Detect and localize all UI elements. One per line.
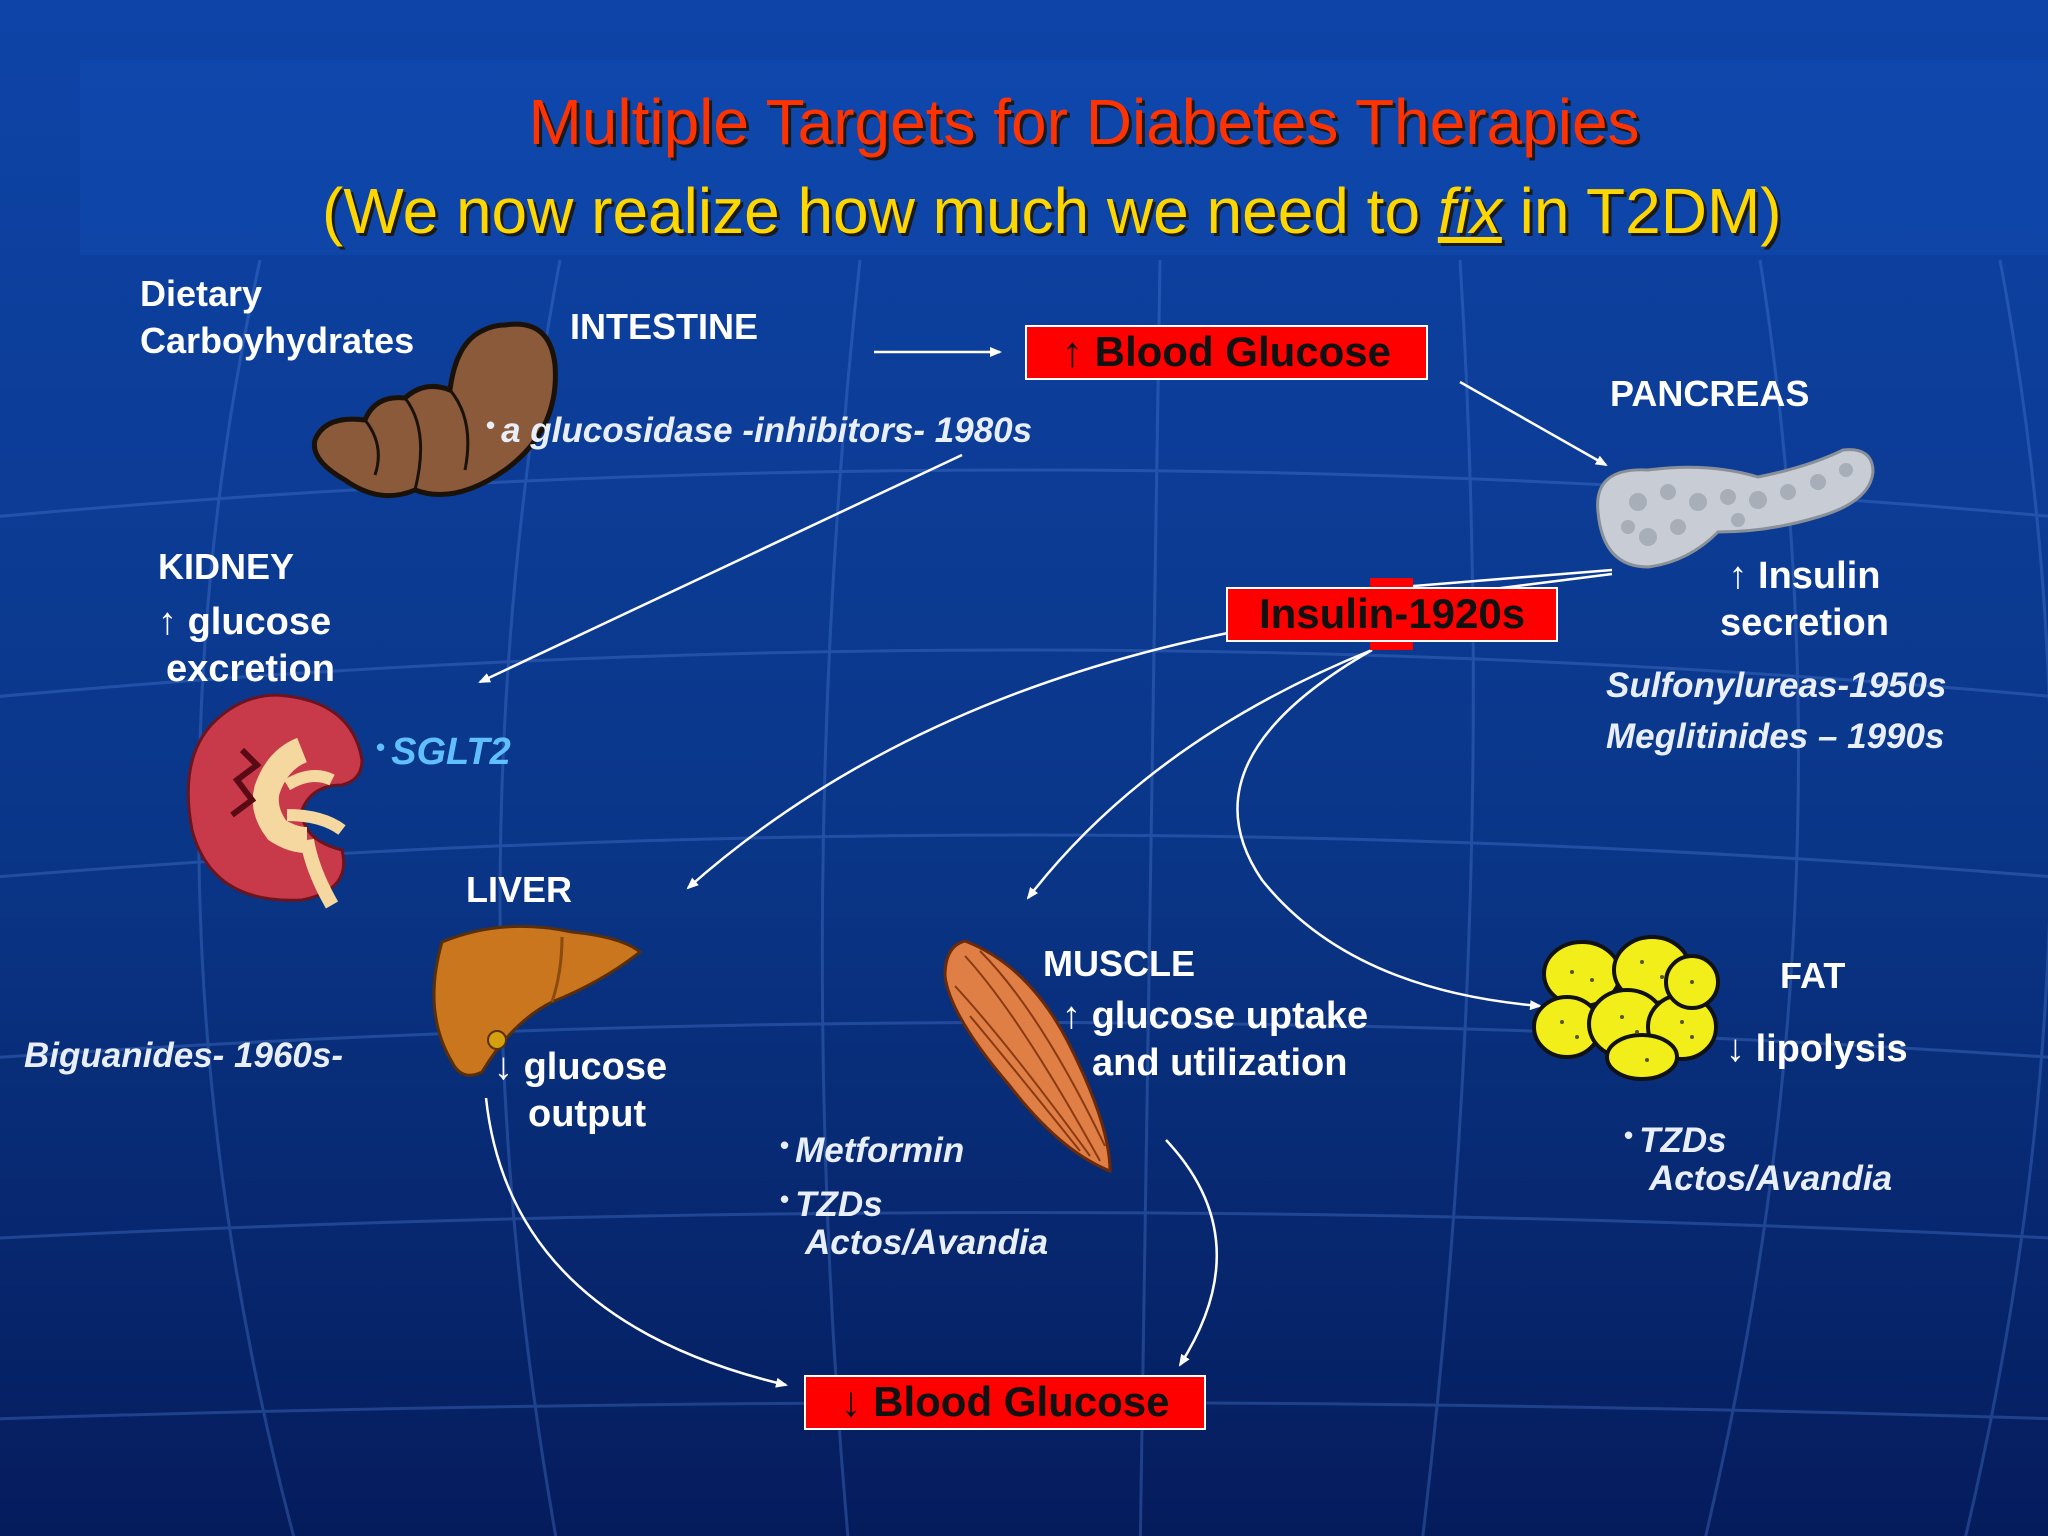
blood-glucose-down-label: Blood Glucose [873, 1378, 1170, 1425]
muscle-label: MUSCLE [1043, 943, 1195, 984]
dietary-line1: Dietary [140, 273, 263, 314]
pancreas-effect: ↑ Insulin secretion [1720, 553, 1889, 647]
blood-glucose-down-box: ↓ Blood Glucose [804, 1375, 1206, 1430]
liver-drug: Biguanides- 1960s- [24, 1036, 343, 1075]
kidney-label: KIDNEY [158, 546, 295, 587]
kidney-effect-line2: excretion [166, 648, 335, 690]
pancreas-effect-line1: ↑ Insulin [1720, 553, 1889, 600]
muscle-effect-text1: glucose uptake [1091, 995, 1369, 1037]
fat-effect-text: lipolysis [1755, 1028, 1908, 1070]
arrow-blood-glucose-to-pancreas [1459, 380, 1608, 467]
title-line2-before: (We now realize how much we need to [322, 175, 1438, 247]
pancreas-up-arrow: ↑ [1728, 555, 1748, 597]
muscle-drug-tzds: •TZDs [780, 1184, 883, 1224]
muscle-drugs: •Metformin •TZDs Actos/Avandia [780, 1126, 1048, 1262]
fat-drugs: •TZDs Actos/Avandia [1624, 1116, 1892, 1198]
pancreas-drug-meglitinides: Meglitinides – 1990s [1606, 717, 1945, 756]
pancreas-label: PANCREAS [1610, 373, 1810, 414]
kidney-effect: ↑ glucose excretion [158, 599, 335, 693]
liver-effect-text1: glucose [523, 1046, 668, 1088]
liver-down-arrow: ↓ [494, 1046, 513, 1088]
insulin-box: Insulin-1920s [1226, 587, 1558, 642]
blood-glucose-up-label: Blood Glucose [1094, 328, 1392, 375]
fat-cells-icon [1532, 935, 1720, 1081]
intestine-drug-text: a glucosidase -inhibitors- 1980s [501, 411, 1033, 450]
slide-title-line2: (We now realize how much we need to fix … [322, 173, 1782, 250]
liver-icon [432, 924, 643, 1077]
arrow-insulin-to-muscle [1026, 648, 1373, 900]
liver-label: LIVER [466, 869, 573, 910]
kidney-drug: •SGLT2 [376, 731, 511, 773]
kidney-effect-line1: ↑ glucose [158, 599, 335, 646]
dietary-line2: Carboyhydrates [140, 320, 415, 361]
liver-effect-line2: output [528, 1093, 647, 1135]
intestine-drug: •a glucosidase -inhibitors- 1980s [486, 410, 1033, 450]
dietary-carbohydrates-label: Dietary Carboyhydrates [140, 270, 414, 364]
fat-label: FAT [1780, 955, 1846, 996]
liver-effect: ↓ glucose output [494, 1044, 667, 1138]
kidney-icon [186, 693, 364, 909]
pancreas-icon [1596, 448, 1875, 569]
arrow-insulin-to-liver [686, 631, 1229, 890]
arrow-pancreas-to-insulin-a [1389, 568, 1613, 590]
muscle-drug-metformin: •Metformin [780, 1130, 965, 1170]
kidney-up-arrow: ↑ [158, 601, 177, 643]
muscle-drug-actos: Actos/Avandia [805, 1223, 1049, 1262]
arrow-insulin-to-fat [1236, 648, 1542, 1011]
arrow-intestine-to-kidney [478, 453, 963, 684]
globe-grid [0, 259, 2048, 1536]
fat-effect: ↓ lipolysis [1726, 1026, 1908, 1073]
liver-effect-line1: ↓ glucose [494, 1044, 667, 1091]
muscle-effect-line1: ↑ glucose uptake [1062, 993, 1368, 1040]
up-arrow: ↑ [1061, 328, 1083, 375]
muscle-effect: ↑ glucose uptake and utilization [1062, 993, 1368, 1087]
title-line2-after: in T2DM) [1501, 175, 1782, 247]
fat-drug-tzds: •TZDs [1624, 1120, 1727, 1160]
kidney-drug-sglt2: SGLT2 [391, 731, 511, 773]
pancreas-drugs: Sulfonylureas-1950s Meglitinides – 1990s [1606, 660, 1946, 762]
kidney-effect-text1: glucose [187, 601, 332, 643]
arrow-liver-to-blood-glucose [484, 1097, 788, 1388]
blood-glucose-up-box: ↑ Blood Glucose [1025, 325, 1428, 380]
muscle-icon [943, 939, 1112, 1174]
fat-down-arrow: ↓ [1726, 1028, 1745, 1070]
title-line2-emphasis: fix [1437, 175, 1502, 247]
intestine-label: INTESTINE [570, 306, 759, 347]
muscle-up-arrow: ↑ [1062, 995, 1081, 1037]
pancreas-drug-sulfonylureas: Sulfonylureas-1950s [1606, 666, 1947, 705]
muscle-effect-line2: and utilization [1092, 1042, 1348, 1084]
slide-title-line1: Multiple Targets for Diabetes Therapies [528, 86, 1640, 158]
pancreas-effect-text1: Insulin [1758, 555, 1881, 597]
intestine-icon [311, 321, 558, 499]
fat-drug-actos: Actos/Avandia [1649, 1159, 1893, 1198]
pancreas-effect-line2: secretion [1720, 602, 1889, 644]
down-arrow: ↓ [840, 1378, 862, 1425]
arrow-muscle-to-blood-glucose [1165, 1139, 1219, 1367]
